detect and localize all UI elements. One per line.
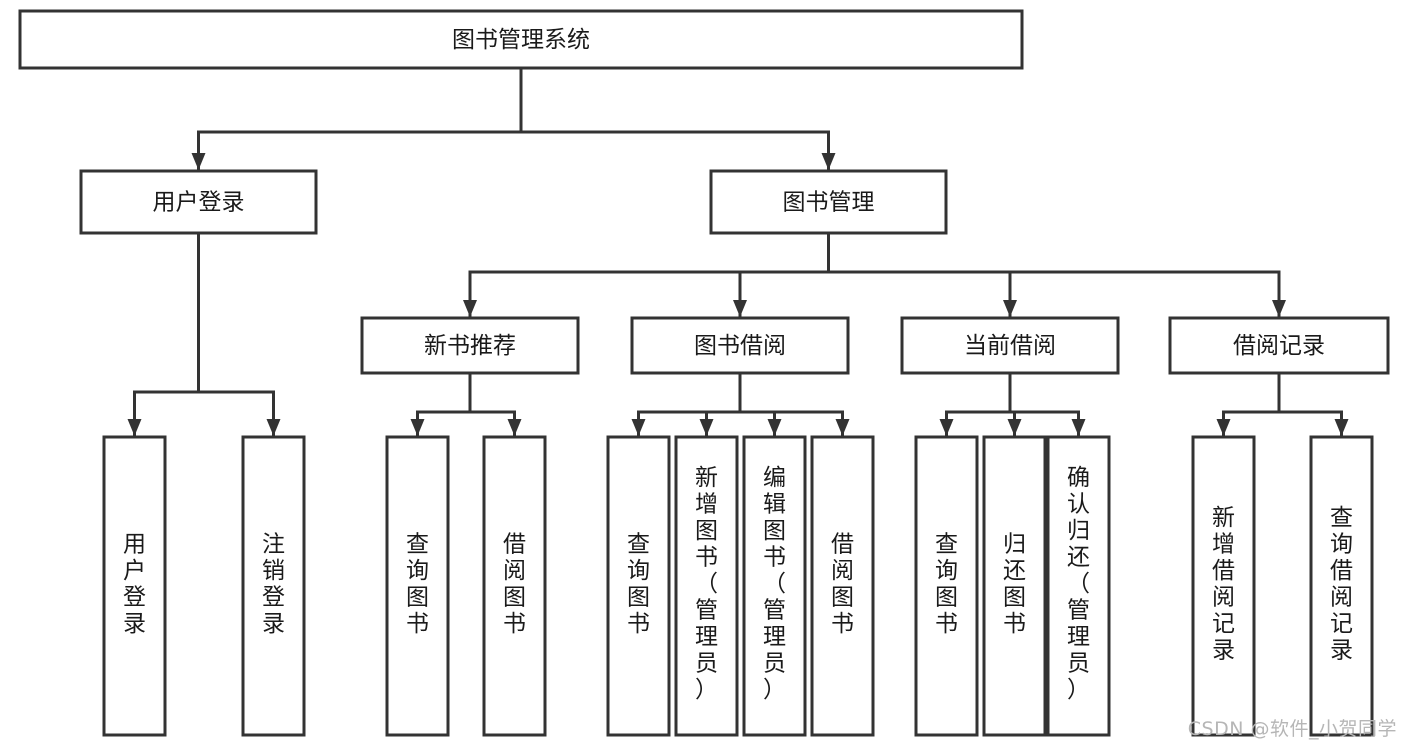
node-level3-0[interactable]: 新书推荐 [360, 316, 580, 375]
node-root-图书管理系统[interactable]: 图书管理系统 [18, 9, 1024, 70]
node-leaf-5[interactable]: 新增图书（管理员） [674, 435, 739, 737]
node-level3-2[interactable]: 当前借阅 [900, 316, 1120, 375]
node-box[interactable] [914, 435, 979, 737]
node-label: 借阅记录 [1233, 333, 1325, 359]
node-label: 借阅图书 [831, 531, 854, 637]
arrow-head-icon [127, 419, 142, 436]
node-label: 用户登录 [153, 190, 245, 216]
arrow-head-icon [266, 419, 281, 436]
node-box[interactable] [742, 435, 807, 737]
arrow-head-icon [1071, 419, 1086, 436]
node-box[interactable] [606, 435, 671, 737]
arrow-head-icon [1007, 419, 1022, 436]
node-leaf-1[interactable]: 注销登录 [241, 435, 306, 737]
node-label: 新增图书（管理员） [695, 465, 718, 703]
node-label: 查询图书 [627, 531, 650, 637]
node-label: 查询图书 [406, 531, 429, 637]
arrow-head-icon [1003, 300, 1017, 317]
node-label: 当前借阅 [964, 333, 1056, 359]
arrow-head-icon [835, 419, 850, 436]
node-leaf-11[interactable]: 新增借阅记录 [1191, 435, 1256, 737]
arrow-head-icon [733, 300, 747, 317]
node-box[interactable] [360, 316, 580, 375]
node-leaf-6[interactable]: 编辑图书（管理员） [742, 435, 807, 737]
node-box[interactable] [482, 435, 547, 737]
arrow-head-icon [821, 153, 836, 170]
node-box[interactable] [1191, 435, 1256, 737]
arrow-head-icon [767, 419, 782, 436]
node-leaf-4[interactable]: 查询图书 [606, 435, 671, 737]
node-leaf-0[interactable]: 用户登录 [102, 435, 167, 737]
node-box[interactable] [630, 316, 850, 375]
node-label: 图书管理系统 [452, 27, 590, 53]
arrow-head-icon [1272, 300, 1286, 317]
node-level2-1[interactable]: 图书管理 [709, 169, 948, 235]
node-box[interactable] [18, 9, 1024, 70]
arrow-head-icon [939, 419, 954, 436]
connector-layer [127, 66, 1349, 437]
node-box[interactable] [709, 169, 948, 235]
arrow-head-icon [1216, 419, 1231, 436]
node-leaf-12[interactable]: 查询借阅记录 [1309, 435, 1374, 737]
arrow-head-icon [463, 300, 477, 317]
node-level2-0[interactable]: 用户登录 [79, 169, 318, 235]
node-box[interactable] [674, 435, 739, 737]
node-label: 注销登录 [262, 531, 285, 637]
node-box[interactable] [241, 435, 306, 737]
arrow-head-icon [1334, 419, 1349, 436]
node-box[interactable] [385, 435, 450, 737]
node-leaf-9[interactable]: 归还图书 [982, 435, 1047, 737]
node-leaf-7[interactable]: 借阅图书 [810, 435, 875, 737]
node-label: 新书推荐 [424, 333, 516, 359]
arrow-head-icon [410, 419, 425, 436]
node-label: 确认归还（管理员） [1067, 465, 1090, 703]
node-layer: 图书管理系统用户登录图书管理新书推荐图书借阅当前借阅借阅记录用户登录注销登录查询… [18, 9, 1390, 737]
arrow-head-icon [507, 419, 522, 436]
node-box[interactable] [900, 316, 1120, 375]
node-label: 图书管理 [783, 190, 875, 216]
node-label: 借阅图书 [503, 531, 526, 637]
node-label: 图书借阅 [694, 333, 786, 359]
node-label: 查询图书 [935, 531, 958, 637]
node-box[interactable] [79, 169, 318, 235]
node-box[interactable] [982, 435, 1047, 737]
node-box[interactable] [810, 435, 875, 737]
node-box[interactable] [1046, 435, 1111, 737]
node-label: 用户登录 [123, 531, 146, 637]
node-level3-3[interactable]: 借阅记录 [1168, 316, 1390, 375]
node-leaf-2[interactable]: 查询图书 [385, 435, 450, 737]
arrow-head-icon [699, 419, 714, 436]
node-label: 编辑图书（管理员） [763, 465, 786, 703]
node-leaf-3[interactable]: 借阅图书 [482, 435, 547, 737]
node-leaf-10[interactable]: 确认归还（管理员） [1046, 435, 1111, 737]
node-label: 新增借阅记录 [1212, 505, 1235, 664]
arrow-head-icon [191, 153, 206, 170]
node-box[interactable] [1309, 435, 1374, 737]
arrow-head-icon [631, 419, 646, 436]
node-box[interactable] [102, 435, 167, 737]
node-label: 归还图书 [1003, 531, 1026, 637]
node-box[interactable] [1168, 316, 1390, 375]
node-leaf-8[interactable]: 查询图书 [914, 435, 979, 737]
node-level3-1[interactable]: 图书借阅 [630, 316, 850, 375]
node-label: 查询借阅记录 [1330, 505, 1353, 664]
